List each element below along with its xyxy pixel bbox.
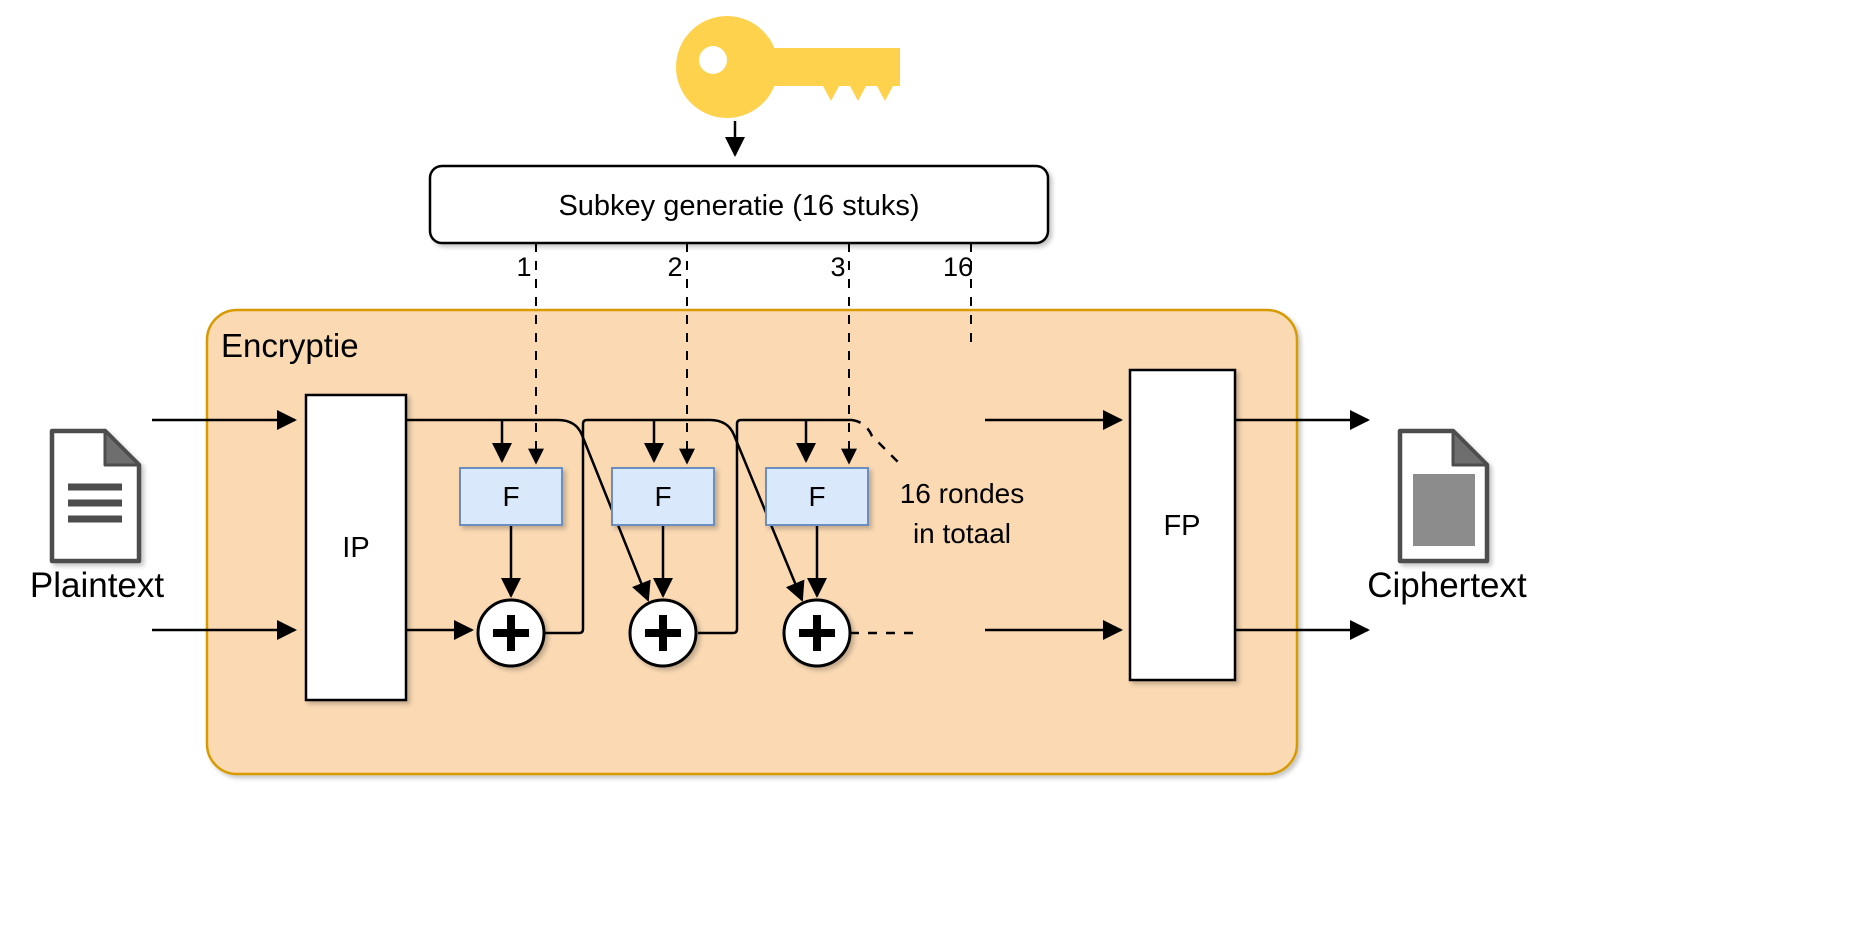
fp-box-label: FP <box>1163 510 1200 542</box>
f-box-2: F <box>611 467 715 526</box>
encryption-box: Encryptie <box>205 308 1299 776</box>
f-box-2-label: F <box>654 481 671 512</box>
f-box-3: F <box>765 467 869 526</box>
rounds-note-line1: 16 rondes <box>900 478 1025 509</box>
ciphertext-document-fold <box>1451 429 1489 467</box>
ciphertext-document-content-block <box>1413 474 1475 546</box>
f-box-1-label: F <box>502 481 519 512</box>
encryption-box-title: Encryptie <box>221 327 359 364</box>
round3-top-line <box>698 418 852 635</box>
f-box-3-background <box>765 467 869 526</box>
encryption-box-background <box>205 308 1299 776</box>
key-icon <box>676 16 900 118</box>
subkey-index-1: 1 <box>516 252 531 282</box>
f-box-3-label: F <box>808 481 825 512</box>
xor-3-plus-icon <box>799 615 835 651</box>
subkey-index-16: 16 <box>943 252 973 282</box>
rounds-continuation-dashed-top <box>851 418 899 463</box>
xor-circle-3 <box>782 598 852 668</box>
plaintext-label: Plaintext <box>30 566 165 605</box>
xor-circle-1 <box>476 598 546 668</box>
plaintext-document-fold <box>103 429 141 467</box>
fp-box-background <box>1128 368 1237 682</box>
plaintext-document-icon <box>49 428 142 564</box>
subkey-box-background <box>428 164 1050 245</box>
subkey-index-2: 2 <box>667 252 682 282</box>
f-box-1-background <box>459 467 563 526</box>
ip-box-background <box>304 393 408 702</box>
ip-box-label: IP <box>342 532 369 564</box>
f-box-1: F <box>459 467 563 526</box>
ciphertext-document-icon <box>1397 428 1490 564</box>
key-hole <box>699 46 727 74</box>
subkey-generation-box: Subkey generatie (16 stuks) <box>428 164 1050 245</box>
f-box-2-background <box>611 467 715 526</box>
xor-circle-2 <box>628 598 698 668</box>
round2-top-line <box>544 418 805 635</box>
subkey-box-label: Subkey generatie (16 stuks) <box>558 190 919 222</box>
subkey-index-3: 3 <box>830 252 845 282</box>
xor-1-plus-icon <box>493 615 529 651</box>
ciphertext-label: Ciphertext <box>1367 566 1527 605</box>
key-bow <box>676 16 778 118</box>
rounds-note-line2: in totaal <box>913 518 1011 549</box>
xor-2-plus-icon <box>645 615 681 651</box>
ip-box: IP <box>304 393 408 702</box>
fp-box: FP <box>1128 368 1237 682</box>
plaintext-document-text-lines <box>68 483 122 523</box>
key-shaft <box>765 48 900 101</box>
